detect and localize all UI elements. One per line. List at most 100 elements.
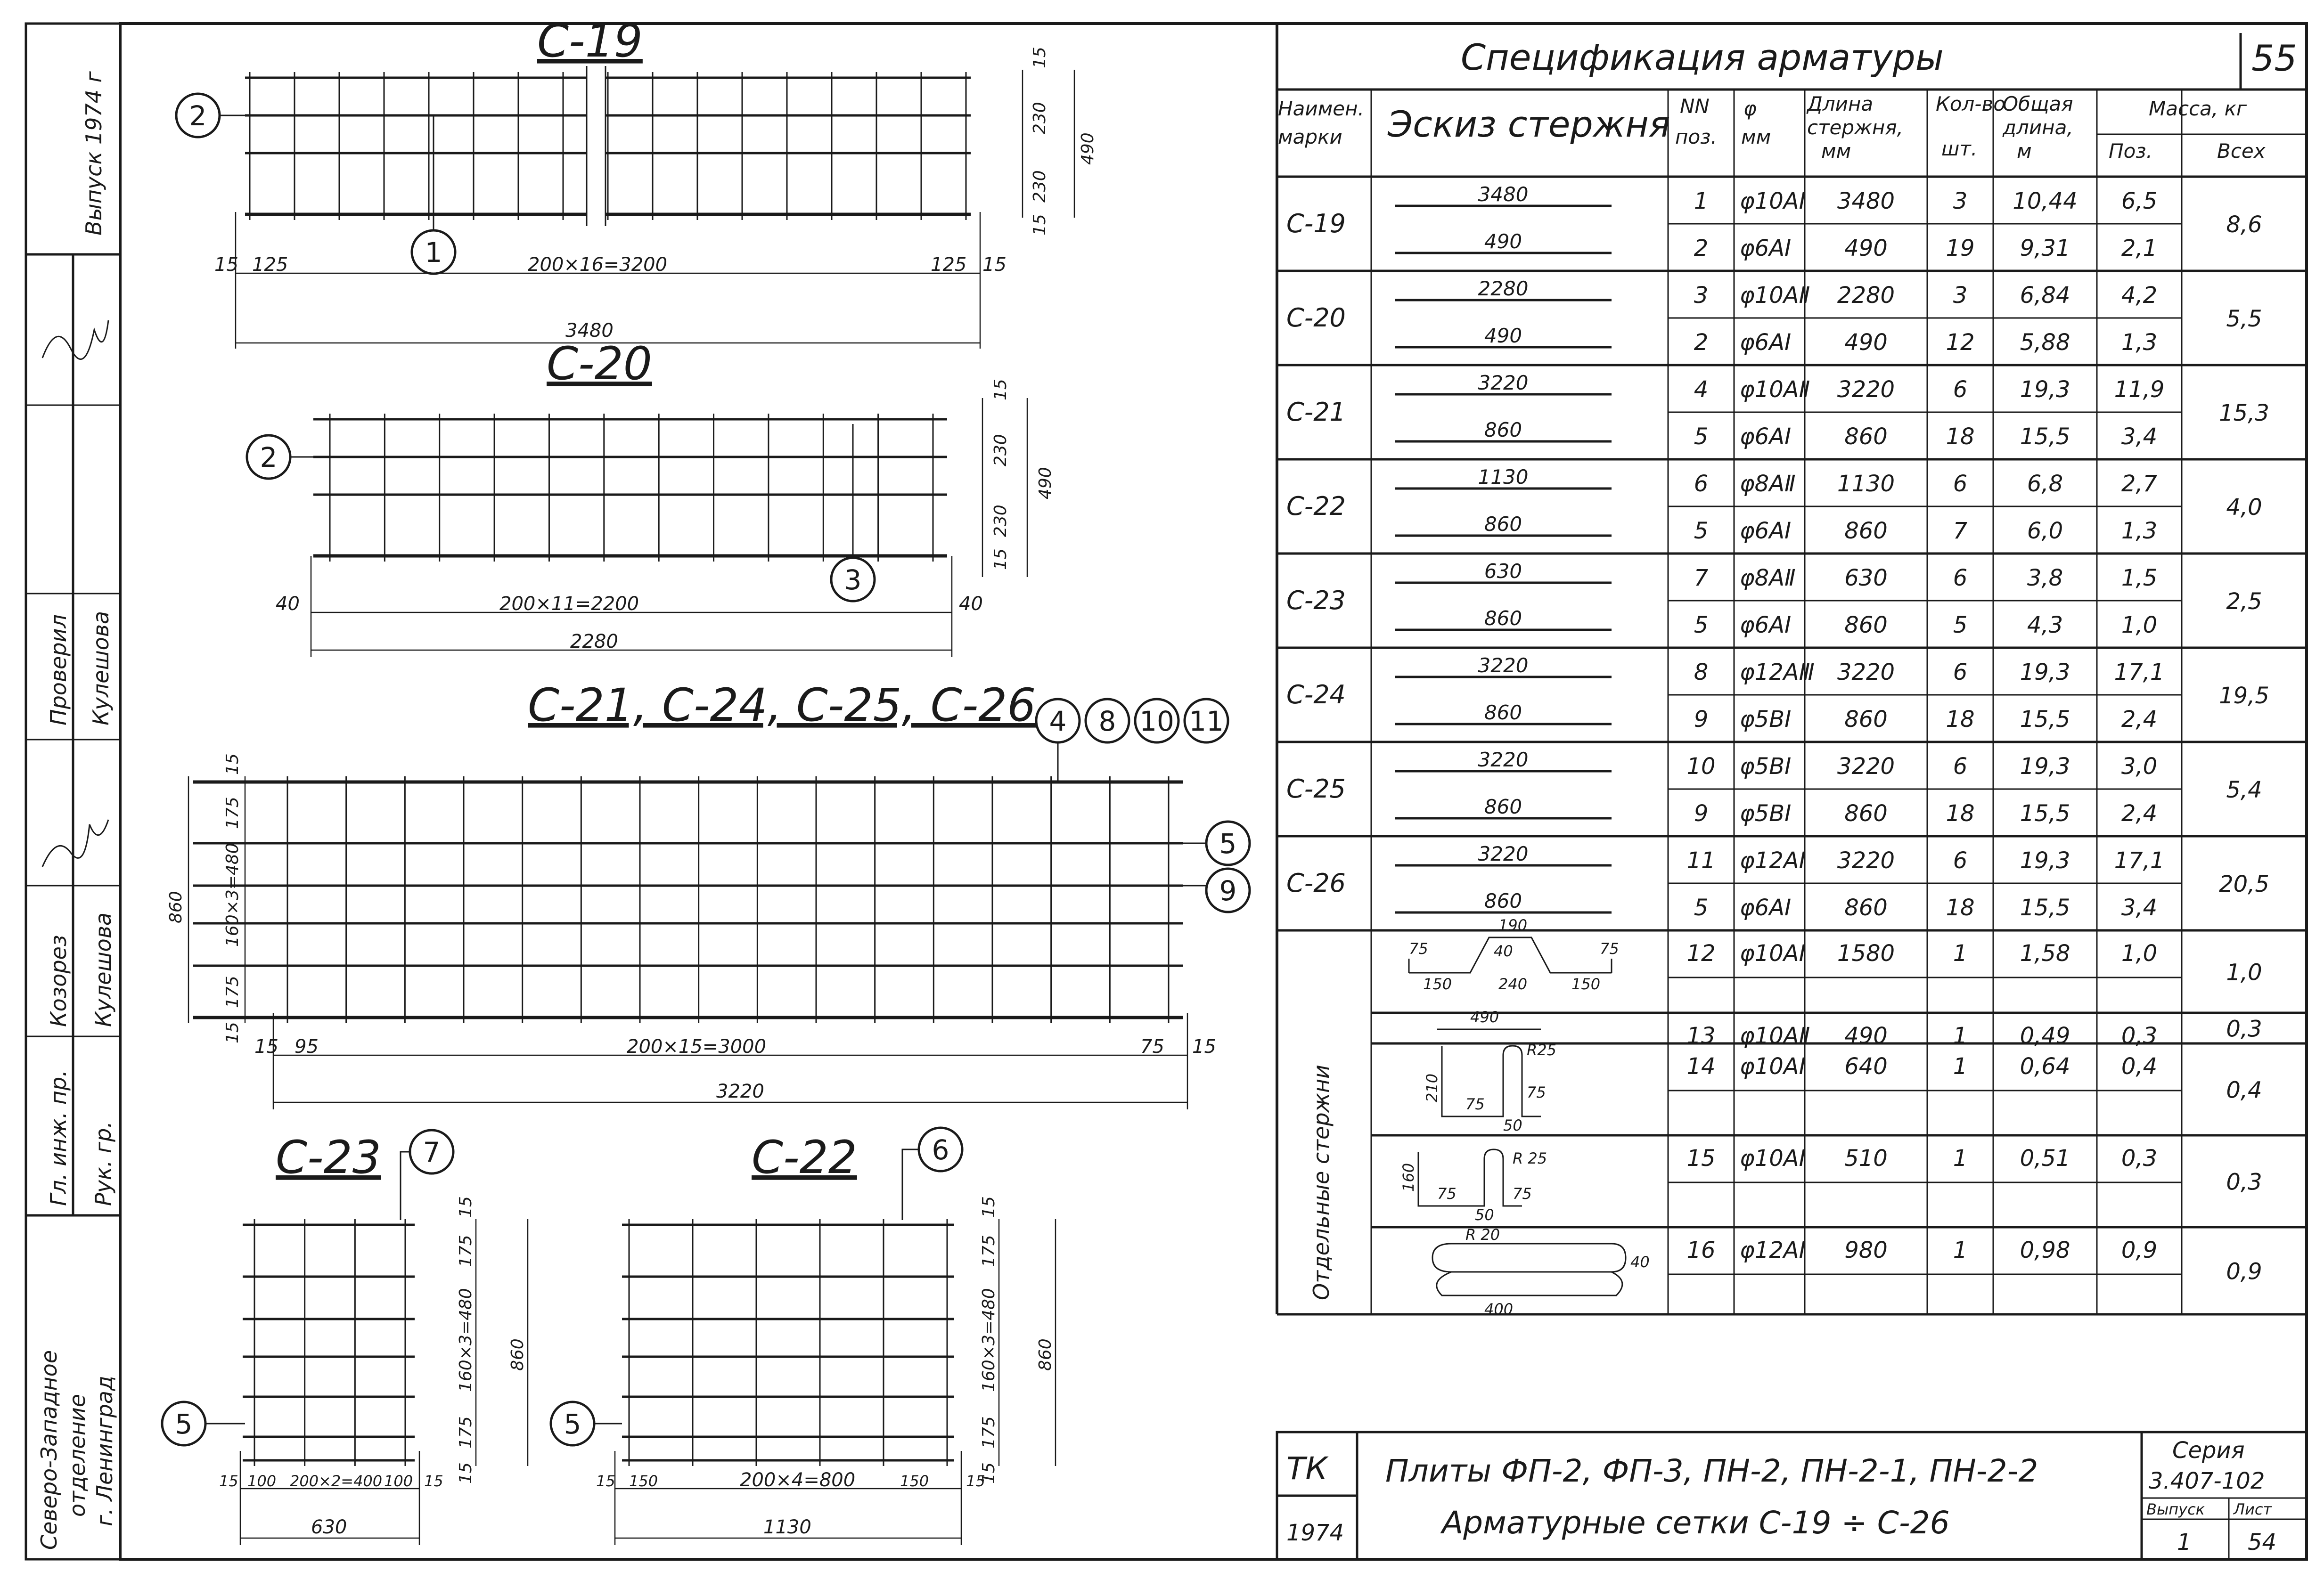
mass-all-cell: 5,5 (2226, 306, 2262, 332)
mesh-title: С-20 (547, 337, 652, 390)
dim-label: 15 (596, 1472, 615, 1490)
header-mass-pos: Поз. (2109, 139, 2152, 163)
total-cell: 19,3 (2020, 753, 2070, 780)
mass-pos-cell: 3,4 (2121, 424, 2157, 450)
svg-text:75: 75 (1437, 1185, 1457, 1203)
tb-code: ТК (1286, 1450, 1329, 1487)
dim-label: 230 (1030, 102, 1049, 134)
length-cell: 3220 (1837, 376, 1895, 403)
pos-cell: 5 (1694, 895, 1709, 921)
dimension-lines (235, 70, 1075, 349)
pos-cell: 7 (1694, 565, 1709, 591)
svg-text:240: 240 (1498, 975, 1527, 993)
pos-cell: 1 (1694, 188, 1709, 214)
dim-label: 160×3=480 (223, 843, 242, 947)
mark-cell: С-25 (1286, 774, 1346, 804)
dim-label: 125 (252, 254, 288, 276)
dim-label: 75 (1140, 1036, 1164, 1058)
length-cell: 1130 (1837, 471, 1895, 497)
title-block: ТК 1974 Плиты ФП-2, ФП-3, ПН-2, ПН-2-1, … (1276, 1431, 2308, 1561)
dim-label: 15 (456, 1462, 475, 1484)
svg-text:75: 75 (1409, 940, 1428, 958)
svg-text:50: 50 (1503, 1116, 1522, 1134)
stamp-head-name: Кулешова (90, 912, 116, 1027)
dia-cell: φ5ВⅠ (1740, 800, 1791, 827)
dim-label: 490 (1078, 132, 1097, 165)
callout-ball: 2 (245, 434, 313, 480)
total-cell: 0,51 (2020, 1145, 2070, 1172)
dia-cell: φ10АⅡ (1740, 376, 1810, 403)
dim-label: 15 (1192, 1036, 1216, 1058)
dimension-lines (239, 1219, 529, 1545)
callout-ball: 7 (400, 1129, 455, 1220)
length-cell: 640 (1844, 1053, 1888, 1080)
mass-all-cell: 4,0 (2226, 494, 2262, 521)
svg-text:8: 8 (1099, 705, 1116, 737)
pos-cell: 8 (1694, 659, 1709, 685)
svg-text:7: 7 (423, 1136, 441, 1168)
length-cell: 2280 (1837, 282, 1895, 309)
svg-text:400: 400 (1484, 1300, 1513, 1318)
mass-pos-cell: 0,3 (2121, 1145, 2157, 1172)
pos-cell: 5 (1694, 424, 1709, 450)
dia-cell: φ6АⅠ (1740, 329, 1791, 356)
mark-cell: С-24 (1286, 680, 1346, 709)
sheet-number: 55 (2239, 33, 2297, 90)
header-count: Кол-во (1936, 92, 2005, 115)
dia-cell: φ10АⅡ (1740, 1023, 1810, 1049)
dim-label: 175 (456, 1235, 475, 1267)
dim-label: 15 (991, 379, 1010, 400)
dia-cell: φ5ВⅠ (1740, 706, 1791, 733)
count-cell: 3 (1953, 188, 1968, 214)
count-cell: 19 (1946, 235, 1974, 261)
length-cell: 510 (1844, 1145, 1888, 1172)
svg-text:160: 160 (1399, 1163, 1417, 1192)
mass-pos-cell: 11,9 (2114, 376, 2165, 403)
mass-all-cell: 2,5 (2226, 588, 2262, 615)
pos-cell: 2 (1694, 235, 1709, 261)
total-cell: 19,3 (2020, 847, 2070, 874)
bar-sketch-length: 3480 (1478, 183, 1529, 206)
dim-label: 15 (982, 254, 1007, 276)
svg-text:55: 55 (2251, 37, 2297, 79)
bar-sketch-12: 190 75 75 40 150 240 150 (1408, 916, 1619, 993)
callout-ball: 1 (410, 115, 457, 275)
spec-grid-lines (1277, 24, 2308, 1316)
callout-ball: 8 (1084, 698, 1130, 744)
pos-cell: 4 (1694, 376, 1709, 403)
dim-label: 15 (979, 1196, 998, 1218)
header-pos: NN (1680, 95, 1710, 118)
dia-cell: φ6АⅠ (1740, 518, 1791, 544)
header-dia: мм (1741, 125, 1771, 148)
stamp-org-1: Северо-Западное (36, 1350, 62, 1550)
stamp-checked-label: Проверил (46, 614, 71, 725)
dim-label: 860 (508, 1338, 527, 1371)
mass-all-cell: 1,0 (2226, 960, 2262, 986)
total-cell: 6,84 (2020, 282, 2070, 309)
svg-text:490: 490 (1470, 1008, 1499, 1026)
dia-cell: φ12АⅠ (1740, 847, 1806, 874)
count-cell: 6 (1953, 659, 1968, 685)
mesh-title: С-21, С-24, С-25, С-26 (528, 679, 1036, 732)
mass-all-cell: 5,4 (2226, 777, 2262, 803)
header-total: Общая (2003, 92, 2073, 115)
stamp-org-3: г. Ленинград (92, 1376, 117, 1526)
mesh-title: С-23 (276, 1131, 381, 1184)
header-dia: φ (1743, 97, 1757, 120)
callout-ball: 5 (161, 1401, 245, 1447)
header-length: стержня, (1807, 116, 1903, 139)
dim-label: 15 (966, 1472, 985, 1490)
mesh-grid (243, 1219, 415, 1466)
mesh-title: С-22 (752, 1131, 857, 1184)
count-cell: 18 (1946, 800, 1974, 827)
total-cell: 19,3 (2020, 376, 2070, 403)
header-mass: Масса, кг (2149, 97, 2247, 120)
svg-text:R 25: R 25 (1513, 1149, 1547, 1167)
dia-cell: φ12АⅠ (1740, 1237, 1806, 1263)
mass-pos-cell: 0,4 (2121, 1053, 2157, 1080)
